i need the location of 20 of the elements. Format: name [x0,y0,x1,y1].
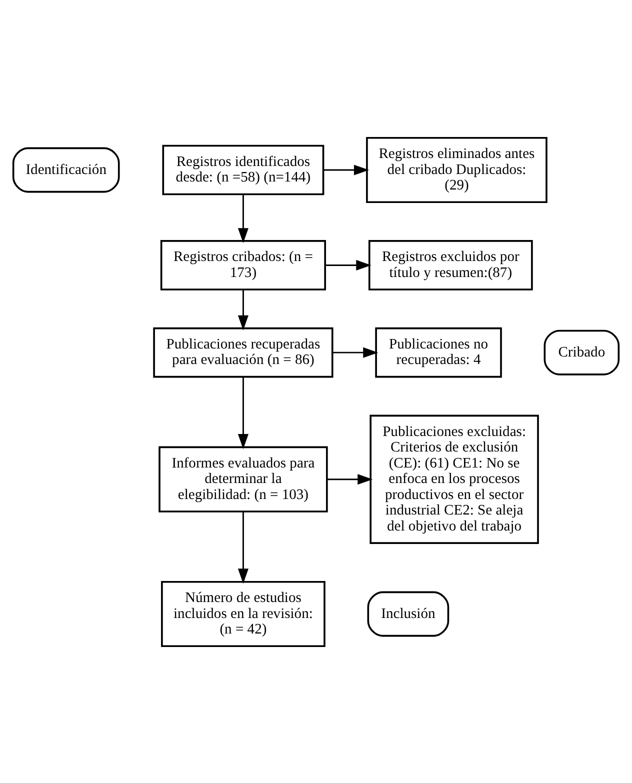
node-box: Inclusión [367,590,450,636]
arrow [238,289,248,330]
node-box: Registros excluidos por título y resumen:(87) [368,240,533,290]
arrow [327,474,373,484]
node-box: Registros cribados: (n = 173) [160,240,326,290]
node-box: Publicaciones no recuperadas: 4 [375,326,502,378]
node-box: Registros identificados desde: (n =58) (n=144) [162,144,324,195]
node-box: Informes evaluados para determinar la elegibilidad: (n = 103) [158,446,328,512]
arrow [238,376,248,449]
arrow [325,259,372,270]
arrow [238,194,248,243]
arrow [324,164,370,175]
node-box: Número de estudios incluidos en la revisión: (n = 42) [161,580,326,647]
arrow [332,346,378,358]
node-box: Publicaciones recuperadas para evaluación (n = 86) [153,326,334,378]
node-box: Identificación [12,146,120,192]
node-box: Cribado [544,329,620,375]
arrow [238,511,248,584]
node-box: Registros eliminados antes del cribado Duplicados: (29) [366,136,548,203]
node-box: Publicaciones excluidas: Criterios de exclusión (CE): (61) CE1: No se enfoca en los procesos productivos en el sector industrial CE2: Se aleja del objetivo del trabajo [370,414,539,544]
